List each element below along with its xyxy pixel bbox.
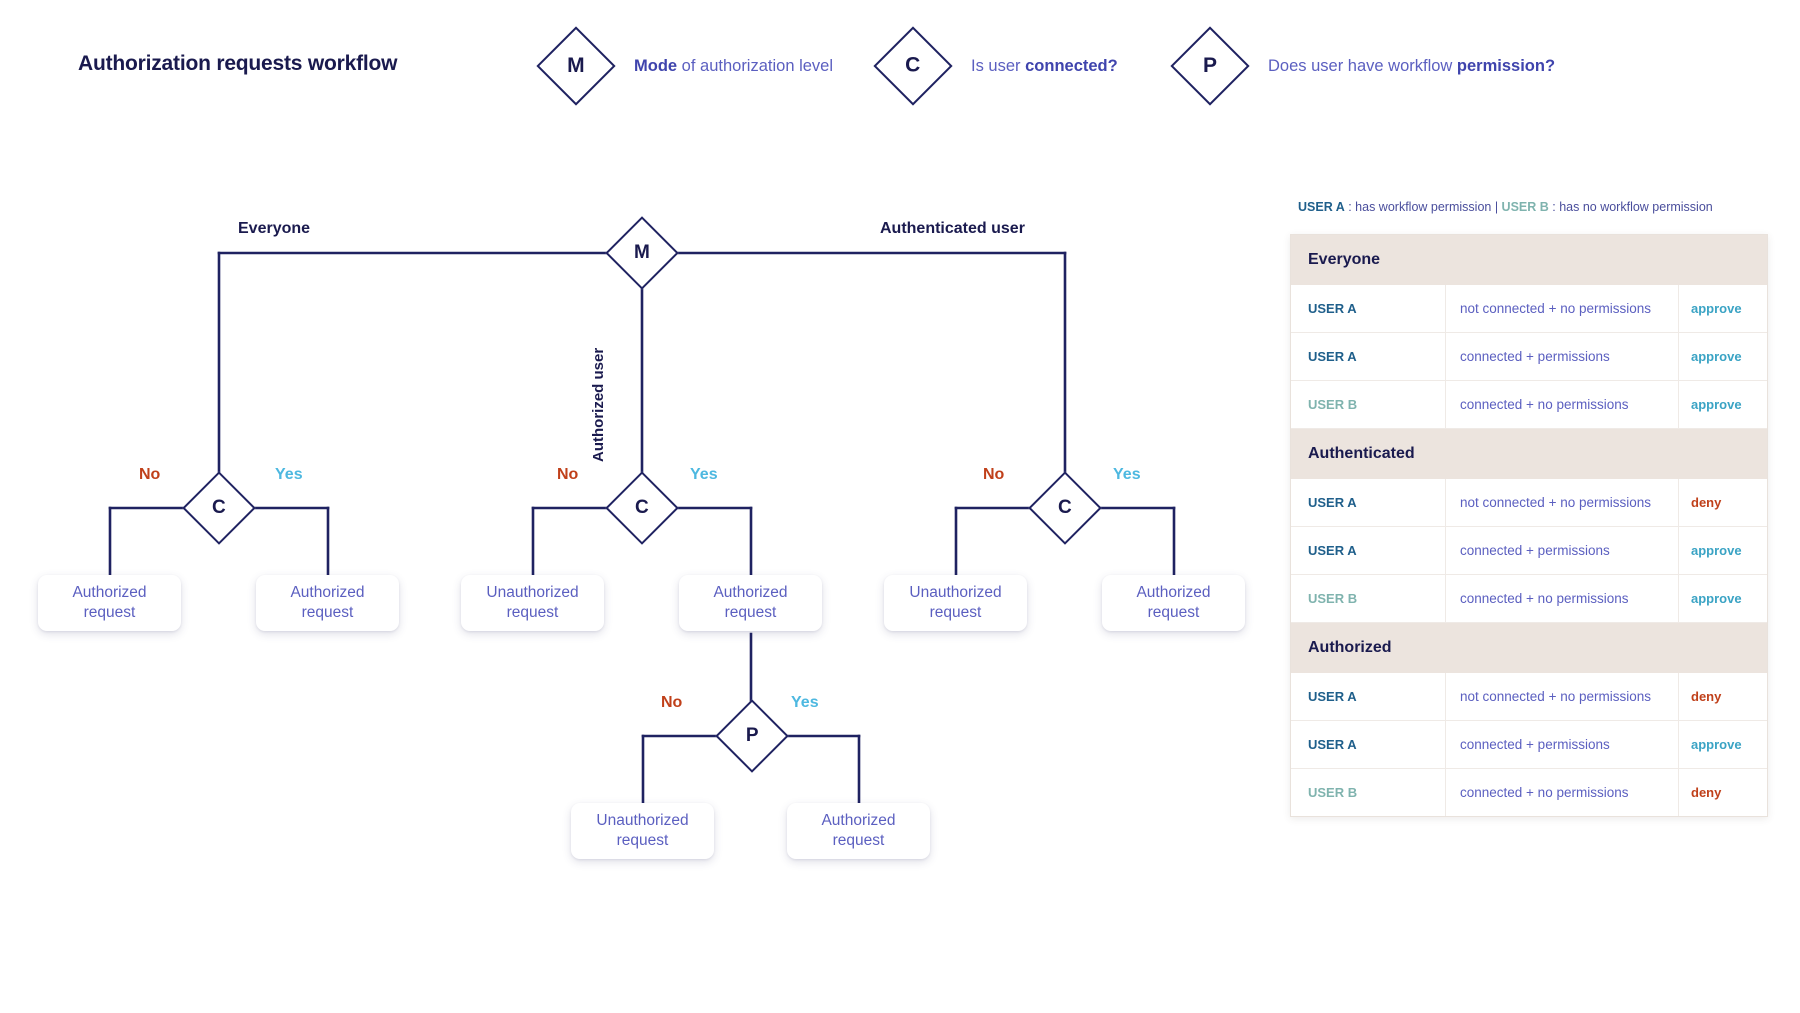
cell-condition: not connected + no permissions xyxy=(1446,673,1679,720)
decision-mode-label: M xyxy=(634,241,650,263)
cell-condition: connected + permissions xyxy=(1446,527,1679,574)
decision-connected-right-label: C xyxy=(1058,496,1072,518)
cell-user: USER A xyxy=(1291,479,1446,526)
legend-permission-rest: permission? xyxy=(1456,56,1556,75)
cell-user: USER A xyxy=(1291,721,1446,768)
table-row: USER B connected + no permissions approv… xyxy=(1291,381,1767,429)
cell-result: approve xyxy=(1691,737,1742,752)
note-user-a-label: USER A xyxy=(1298,200,1345,214)
table-row: USER A connected + permissions approve xyxy=(1291,721,1767,769)
legend-item-mode: M Mode of authorization level xyxy=(536,26,833,106)
cell-user: USER A xyxy=(1291,333,1446,380)
table-row: USER A connected + permissions approve xyxy=(1291,333,1767,381)
section-header-everyone: Everyone xyxy=(1291,235,1767,285)
table-row: USER A not connected + no permissions de… xyxy=(1291,479,1767,527)
cell-result: approve xyxy=(1691,591,1742,606)
label-no-connected-left: No xyxy=(139,466,161,483)
cell-user: USER A xyxy=(1291,527,1446,574)
flowchart: M Everyone Authenticated user Authorized… xyxy=(38,216,1245,859)
cell-condition: connected + no permissions xyxy=(1446,769,1679,816)
table-row: USER B connected + no permissions deny xyxy=(1291,769,1767,816)
legend-mode-lead: Mode xyxy=(634,56,678,75)
cell-user: USER B xyxy=(1291,769,1446,816)
legend-item-connected: C Is user connected? xyxy=(873,26,1118,106)
branch-label-everyone: Everyone xyxy=(238,220,311,237)
legend-text-permission: Does user have workflow permission? xyxy=(1268,57,1555,76)
cell-user: USER A xyxy=(1291,285,1446,332)
legend-connected-rest: connected? xyxy=(1025,56,1118,75)
label-no-connected-middle: No xyxy=(557,466,579,483)
branch-label-authorized-user: Authorized user xyxy=(590,347,607,462)
cell-user: USER B xyxy=(1291,575,1446,622)
label-yes-connected-left: Yes xyxy=(275,466,303,483)
legend-permission-lead: Does user have workflow xyxy=(1268,56,1457,75)
cell-user: USER B xyxy=(1291,381,1446,428)
section-header-authenticated: Authenticated xyxy=(1291,429,1767,479)
cell-condition: connected + permissions xyxy=(1446,333,1679,380)
cell-result: deny xyxy=(1691,785,1722,800)
branch-label-authenticated-user: Authenticated user xyxy=(880,220,1025,237)
cell-user: USER A xyxy=(1291,673,1446,720)
legend-text-mode: Mode of authorization level xyxy=(634,57,833,76)
label-yes-connected-middle: Yes xyxy=(690,466,718,483)
legend-connected-lead: Is user xyxy=(971,56,1026,75)
label-yes-permission: Yes xyxy=(791,694,819,711)
cell-result: approve xyxy=(1691,397,1742,412)
section-header-authorized: Authorized xyxy=(1291,623,1767,673)
cell-result: approve xyxy=(1691,543,1742,558)
table-row: USER A connected + permissions approve xyxy=(1291,527,1767,575)
note-user-b-text: : has no workflow permission xyxy=(1548,200,1713,214)
legend-mode-rest: of authorization level xyxy=(677,56,834,75)
note-user-a-text: : has workflow permission | xyxy=(1344,200,1502,214)
cell-result: approve xyxy=(1691,349,1742,364)
cell-result: deny xyxy=(1691,495,1722,510)
cell-condition: connected + no permissions xyxy=(1446,381,1679,428)
cell-condition: connected + permissions xyxy=(1446,721,1679,768)
note-user-b-label: USER B xyxy=(1501,200,1549,214)
decision-connected-middle-label: C xyxy=(635,496,649,518)
decision-connected-left-label: C xyxy=(212,496,226,518)
decision-permission-label: P xyxy=(745,725,759,746)
cell-condition: connected + no permissions xyxy=(1446,575,1679,622)
legend-text-connected: Is user connected? xyxy=(971,57,1118,76)
table-row: USER B connected + no permissions approv… xyxy=(1291,575,1767,623)
legend-item-permission: P Does user have workflow permission? xyxy=(1170,26,1555,106)
cell-result: deny xyxy=(1691,689,1722,704)
page-title: Authorization requests workflow xyxy=(78,52,398,75)
cell-condition: not connected + no permissions xyxy=(1446,285,1679,332)
cell-result: approve xyxy=(1691,301,1742,316)
panel-legend-note: USER A : has workflow permission | USER … xyxy=(1298,200,1713,214)
label-no-permission: No xyxy=(661,694,683,711)
label-yes-connected-right: Yes xyxy=(1113,466,1141,483)
summary-table: Everyone USER A not connected + no permi… xyxy=(1290,234,1768,817)
cell-condition: not connected + no permissions xyxy=(1446,479,1679,526)
flowchart-connectors xyxy=(108,251,1176,805)
table-row: USER A not connected + no permissions de… xyxy=(1291,673,1767,721)
label-no-connected-right: No xyxy=(983,466,1005,483)
table-row: USER A not connected + no permissions ap… xyxy=(1291,285,1767,333)
